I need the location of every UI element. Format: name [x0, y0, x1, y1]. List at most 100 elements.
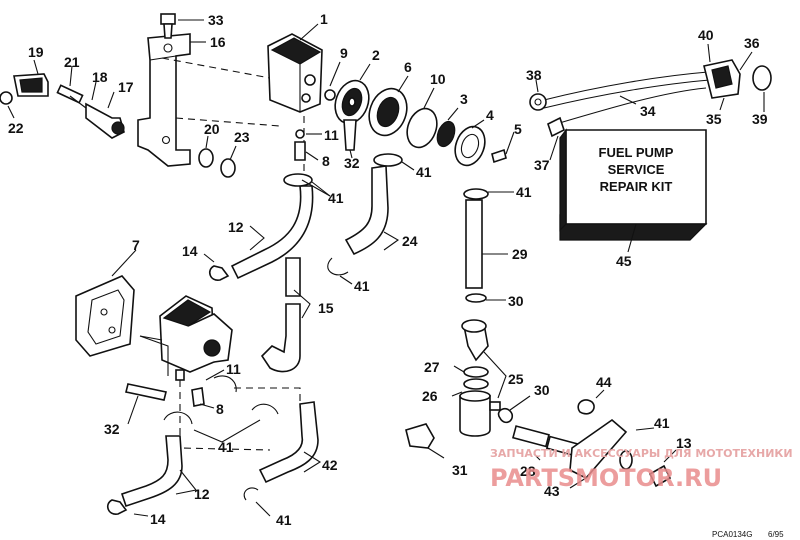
fuel-pump-top: [267, 33, 323, 113]
o-ring: [295, 129, 305, 139]
primer-bulb-connector: [0, 73, 125, 139]
hose-clamp: [463, 188, 489, 200]
alignment-line: [234, 387, 301, 408]
callout-13: 13: [676, 435, 692, 451]
pump-screw: [343, 119, 357, 151]
watermark-tagline: ЗАПЧАСТИ И АКСЕССУАРЫ ДЛЯ МОТОТЕХНИКИ: [490, 447, 793, 460]
callout-6: 6: [404, 59, 412, 75]
callout-34: 34: [640, 103, 656, 119]
fuel-hose: [120, 435, 183, 508]
callout-28: 28: [520, 463, 536, 479]
fuel-hose: [465, 199, 483, 289]
callout-41-f: 41: [276, 512, 292, 528]
callout-43: 43: [544, 483, 560, 499]
callout-11-lower: 11: [226, 361, 241, 377]
mounting-bracket: [137, 33, 191, 167]
o-ring: [463, 378, 489, 390]
gasket: [406, 107, 438, 149]
fuel-hose: [230, 185, 314, 280]
callout-40: 40: [698, 27, 714, 43]
callout-17: 17: [118, 79, 134, 95]
fitting: [191, 387, 205, 407]
callout-24: 24: [402, 233, 418, 249]
pump-screw: [125, 383, 167, 401]
fuel-hose: [512, 425, 550, 448]
hose-clip: [497, 407, 514, 424]
callout-27: 27: [424, 359, 440, 375]
fuel-hose: [285, 257, 301, 297]
callout-41-right: 41: [654, 415, 670, 431]
alignment-line: [161, 57, 271, 79]
callout-20: 20: [204, 121, 220, 137]
callout-14-upper: 14: [182, 243, 198, 259]
fuel-filter-cap: [461, 293, 489, 362]
callout-41-c: 41: [516, 184, 532, 200]
callout-22: 22: [8, 120, 24, 136]
wire-harness: [529, 71, 711, 138]
harness-connector: [703, 59, 741, 99]
drawing-date: 6/95: [768, 530, 784, 539]
callout-25: 25: [508, 371, 524, 387]
callout-41-e: 41: [218, 439, 234, 455]
callout-30-top: 30: [508, 293, 524, 309]
callout-41-a: 41: [328, 190, 344, 206]
hose-clip: [208, 265, 230, 281]
callout-30-lower: 30: [534, 382, 550, 398]
callout-29: 29: [512, 246, 528, 262]
callout-45: 45: [616, 253, 632, 269]
leader-lines: [7, 19, 765, 517]
callout-5: 5: [514, 121, 522, 137]
callout-41-b: 41: [416, 164, 432, 180]
hose-clamp: [213, 375, 237, 393]
callout-35: 35: [706, 111, 722, 127]
check-valve: [436, 120, 456, 148]
cover-screw: [491, 148, 507, 164]
callout-7: 7: [132, 237, 140, 253]
hose-clip: [106, 499, 128, 515]
watermark-logo: PARTSMOTOR.RU: [490, 464, 722, 492]
filter-bracket: [569, 418, 628, 479]
callout-21: 21: [64, 54, 80, 70]
hose-clip: [577, 399, 595, 415]
callout-12-upper: 12: [228, 219, 244, 235]
pump-plate: [368, 87, 408, 137]
hose-clamp: [373, 153, 403, 167]
pump-cover: [454, 125, 486, 167]
fuel-hose: [258, 401, 319, 484]
o-ring: [198, 148, 214, 168]
hose-clamp: [283, 173, 313, 187]
repair-kit-box: FUEL PUMP SERVICE REPAIR KIT: [559, 128, 708, 241]
kit-label-line1: FUEL PUMP: [599, 145, 674, 160]
callout-36: 36: [744, 35, 760, 51]
callout-4: 4: [486, 107, 494, 123]
callout-44: 44: [596, 374, 612, 390]
callout-26: 26: [422, 388, 438, 404]
gasket-detail: [75, 275, 135, 357]
callout-19: 19: [28, 44, 44, 60]
hose-clamp: [619, 450, 633, 470]
o-ring: [463, 366, 489, 378]
callout-39: 39: [752, 111, 768, 127]
callout-41-d: 41: [354, 278, 370, 294]
hose-clamp: [243, 487, 259, 501]
watermark: ЗАПЧАСТИ И АКСЕССУАРЫ ДЛЯ МОТОТЕХНИКИ PA…: [490, 447, 793, 492]
hose-clamp: [251, 403, 279, 415]
drawing-code: PCA0134G 6/95: [712, 530, 784, 539]
fuel-filter-bowl: [459, 390, 501, 437]
callout-8-top: 8: [322, 153, 330, 169]
o-ring: [324, 89, 336, 101]
fitting: [294, 141, 306, 161]
callout-42: 42: [322, 457, 338, 473]
callout-3: 3: [460, 91, 468, 107]
callout-33: 33: [208, 12, 224, 28]
callout-15: 15: [318, 300, 334, 316]
fuel-hose: [344, 165, 389, 256]
callout-9: 9: [340, 45, 348, 61]
callout-16: 16: [210, 34, 226, 50]
alignment-line: [175, 117, 281, 127]
callout-11-top: 11: [324, 127, 339, 143]
callout-2: 2: [372, 47, 380, 63]
o-ring: [220, 158, 236, 178]
callout-numbers: 33 16 1 9 2 6 10 3 4 5 11 8 32 41 41 41 …: [8, 11, 768, 528]
